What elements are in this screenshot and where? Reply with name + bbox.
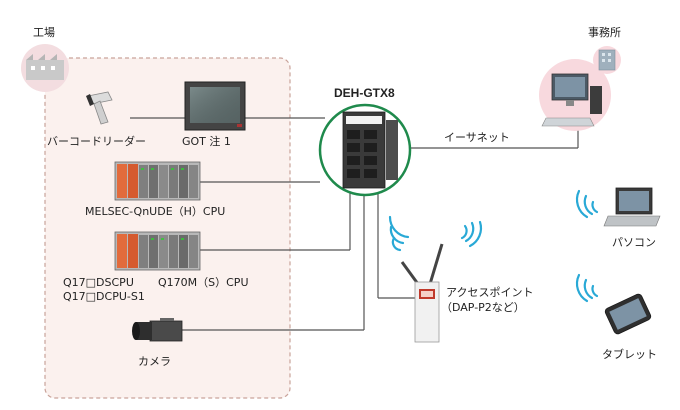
got-panel-icon bbox=[184, 81, 246, 131]
got-label: GOT 注 1 bbox=[182, 135, 231, 148]
office-label: 事務所 bbox=[588, 26, 621, 39]
melsec-label: MELSEC-QnUDE（H）CPU bbox=[85, 205, 226, 218]
barcode-reader-icon bbox=[86, 91, 113, 125]
motion-plc-icon bbox=[114, 231, 201, 271]
office-icon bbox=[539, 46, 621, 131]
factory-region bbox=[44, 57, 291, 399]
access-point-label: アクセスポイント bbox=[446, 286, 534, 299]
pc-label: パソコン bbox=[612, 236, 656, 249]
q170m-label: Q170M（S）CPU bbox=[158, 276, 249, 289]
factory-building-icon bbox=[21, 44, 69, 92]
camera-icon bbox=[132, 318, 183, 342]
q17-dscpu-label: Q17□DSCPU bbox=[63, 276, 134, 289]
wifi-icon-laptop bbox=[575, 189, 599, 219]
laptop-icon bbox=[603, 187, 661, 227]
q17-dcpu-label: Q17□DCPU-S1 bbox=[63, 290, 145, 303]
tablet-label: タブレット bbox=[602, 348, 657, 361]
hub-icon bbox=[318, 103, 412, 197]
wifi-icon-ap-left bbox=[388, 215, 410, 252]
connection-lines bbox=[130, 117, 579, 331]
melsec-plc-icon bbox=[114, 161, 201, 201]
access-point-model-label: （DAP-P2など） bbox=[441, 301, 525, 314]
wifi-icon-tablet bbox=[575, 273, 599, 303]
tablet-icon bbox=[604, 293, 652, 335]
wifi-icon-ap-right bbox=[460, 220, 483, 248]
ethernet-label: イーサネット bbox=[444, 131, 510, 144]
camera-label: カメラ bbox=[138, 355, 171, 368]
barcode-reader-label: バーコードリーダー bbox=[47, 135, 146, 148]
access-point-icon bbox=[400, 243, 444, 343]
factory-label: 工場 bbox=[33, 26, 55, 39]
hub-label: DEH-GTX8 bbox=[334, 86, 395, 100]
